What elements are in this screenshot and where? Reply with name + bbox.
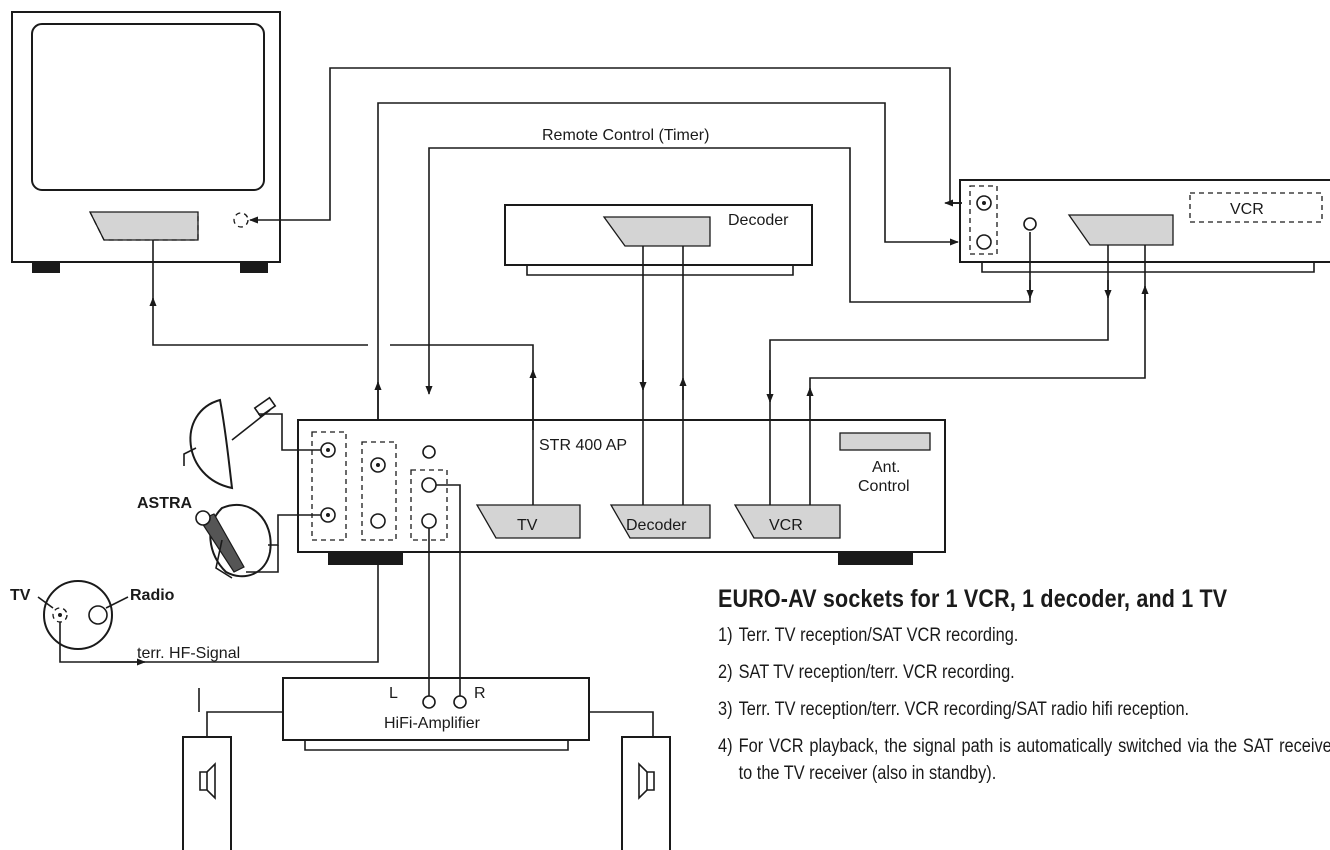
antenna-wall-socket bbox=[43, 580, 113, 650]
astra-label: ASTRA bbox=[137, 495, 193, 512]
vcr-scart-socket bbox=[1067, 214, 1174, 246]
rf-in-jack bbox=[370, 513, 386, 529]
list-item-number: 2) bbox=[718, 662, 733, 683]
speaker-left bbox=[182, 688, 232, 850]
decoder-device: Decoder bbox=[504, 204, 813, 276]
satellite-dish-icon bbox=[183, 396, 277, 490]
audio-jack-right bbox=[421, 477, 437, 493]
scart-tv-label: TV bbox=[517, 517, 538, 534]
lnb-inputs bbox=[311, 431, 347, 541]
list-item-text: SAT TV reception/terr. VCR recording. bbox=[738, 662, 1015, 683]
list-item: 4) For VCR playback, the signal path is … bbox=[718, 733, 1330, 787]
list-item-text: Terr. TV reception/terr. VCR recording/S… bbox=[738, 699, 1190, 720]
ant-control-label-2: Control bbox=[858, 478, 910, 495]
list-item-text: For VCR playback, the signal path is aut… bbox=[738, 736, 1330, 784]
antenna-radio-label: Radio bbox=[130, 587, 175, 604]
scart-decoder-label: Decoder bbox=[626, 517, 687, 534]
list-item-text: Terr. TV reception/SAT VCR recording. bbox=[738, 625, 1019, 646]
decoder-scart-socket bbox=[602, 216, 711, 247]
tv-set bbox=[11, 11, 281, 273]
astra-dish-icon bbox=[195, 503, 272, 579]
list-item: 2) SAT TV reception/terr. VCR recording. bbox=[718, 659, 1330, 686]
scart-vcr-label: VCR bbox=[769, 517, 803, 534]
remote-control-label: Remote Control (Timer) bbox=[542, 127, 709, 144]
vcr-label: VCR bbox=[1230, 201, 1264, 218]
cables: Remote Control (Timer) bbox=[59, 67, 1149, 737]
list-item-number: 4) bbox=[718, 736, 733, 757]
vcr-display bbox=[1189, 192, 1323, 223]
tv-scart-socket bbox=[88, 211, 199, 241]
vcr-av-jacks bbox=[969, 185, 998, 255]
list-item: 3) Terr. TV reception/terr. VCR recordin… bbox=[718, 696, 1330, 723]
ant-control-display bbox=[839, 432, 931, 451]
speaker-right bbox=[621, 736, 671, 850]
timer-jack bbox=[422, 445, 436, 459]
vcr-audio-jack-bottom bbox=[976, 234, 992, 250]
scart-vcr-socket bbox=[733, 504, 841, 539]
tv-remote-sensor-icon bbox=[233, 212, 249, 228]
terr-hf-label: terr. HF-Signal bbox=[137, 645, 240, 662]
antenna-radio-jack bbox=[88, 605, 108, 625]
list-item-number: 1) bbox=[718, 625, 733, 646]
amp-right-label: R bbox=[474, 685, 486, 702]
vcr-timer-jack bbox=[1023, 217, 1037, 231]
antenna-tv-label: TV bbox=[10, 587, 31, 604]
audio-jack-left bbox=[421, 513, 437, 529]
sat-receiver: STR 400 AP TV Decoder VCR Ant. Control bbox=[297, 419, 946, 565]
ant-control-label-1: Ant. bbox=[872, 459, 900, 476]
list-item-number: 3) bbox=[718, 699, 733, 720]
amp-left-label: L bbox=[389, 685, 398, 702]
list-item: 1) Terr. TV reception/SAT VCR recording. bbox=[718, 622, 1330, 649]
rf-jacks bbox=[361, 441, 397, 541]
amp-right-jack bbox=[453, 695, 467, 709]
sockets-heading: EURO-AV sockets for 1 VCR, 1 decoder, an… bbox=[718, 585, 1228, 613]
amp-left-jack bbox=[422, 695, 436, 709]
tv-screen bbox=[31, 23, 265, 191]
hifi-amplifier: L R HiFi-Amplifier bbox=[282, 677, 590, 751]
text-panel: EURO-AV sockets for 1 VCR, 1 decoder, an… bbox=[718, 585, 1330, 797]
scart-decoder-socket bbox=[609, 504, 711, 539]
audio-jacks bbox=[410, 469, 448, 541]
receiver-model-label: STR 400 AP bbox=[539, 437, 627, 454]
decoder-label: Decoder bbox=[728, 212, 789, 229]
amplifier-label: HiFi-Amplifier bbox=[384, 715, 481, 732]
scart-tv-socket bbox=[475, 504, 581, 539]
